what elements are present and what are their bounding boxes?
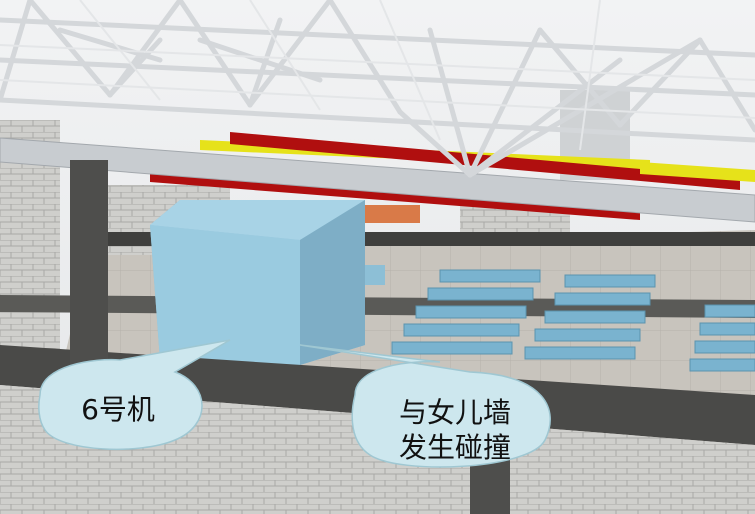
callout-unit-6 — [38, 339, 231, 451]
main-grey-beam — [0, 137, 755, 223]
orange-equipment — [360, 205, 420, 223]
truss-thin — [0, 0, 755, 151]
callout-unit-6-label: 6号机 — [58, 392, 178, 427]
unit-6-box — [150, 200, 385, 365]
floor-panels — [391, 269, 755, 372]
callout-collision — [299, 344, 551, 468]
column-left — [70, 160, 108, 370]
callout-unit-6-text: 6号机 — [81, 393, 155, 426]
callout-collision-line1: 与女儿墙 — [398, 396, 511, 429]
callout-collision-label: 与女儿墙 发生碰撞 — [360, 395, 550, 465]
callout-collision-line2: 发生碰撞 — [398, 431, 511, 464]
